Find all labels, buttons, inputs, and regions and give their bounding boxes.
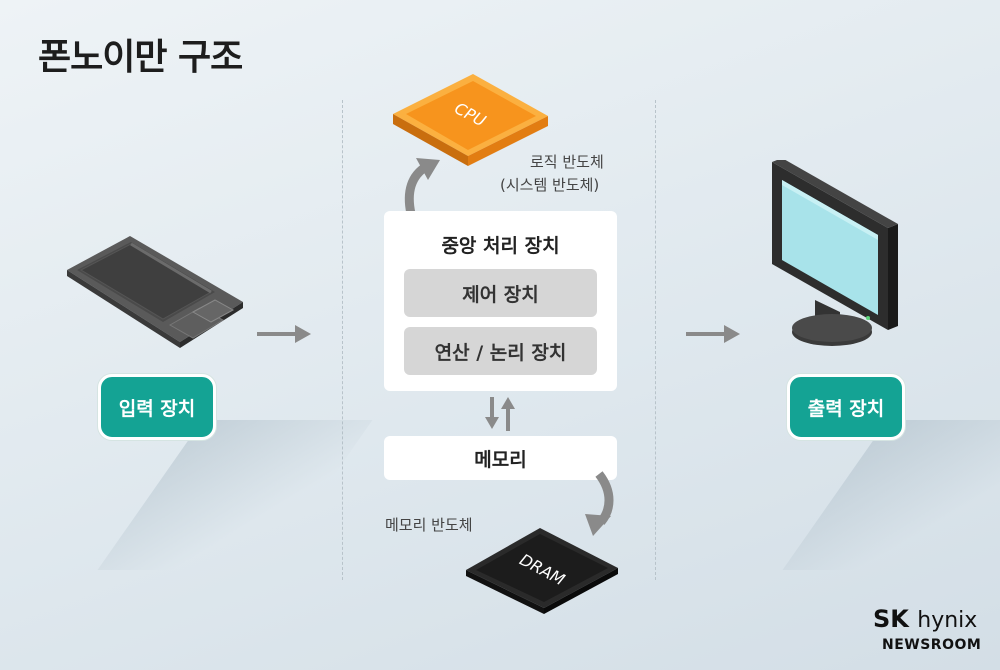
control-unit: 제어 장치 bbox=[404, 269, 597, 317]
divider-left bbox=[342, 100, 343, 580]
cpu-chip-icon: CPU bbox=[393, 74, 548, 166]
input-device-badge: 입력 장치 bbox=[98, 374, 216, 440]
input-pill-shadow bbox=[97, 420, 373, 570]
monitor-icon bbox=[772, 160, 898, 346]
divider-right bbox=[655, 100, 656, 580]
page-title: 폰노이만 구조 bbox=[38, 37, 243, 78]
brand-logo: SK hynix bbox=[873, 605, 977, 633]
dram-curved-arrow-icon bbox=[585, 471, 614, 536]
cpu-note-line2: (시스템 반도체) bbox=[500, 176, 600, 194]
cpu-note-line1: 로직 반도체 bbox=[530, 153, 604, 171]
brand-name-bold: SK bbox=[873, 605, 909, 633]
brand-sub: NEWSROOM bbox=[882, 637, 982, 653]
output-arrow-icon bbox=[686, 325, 740, 343]
dram-chip-icon: DRAM bbox=[466, 528, 618, 614]
cpu-unit-box: 중앙 처리 장치 제어 장치 연산 / 논리 장치 bbox=[384, 211, 617, 391]
memory-box: 메모리 bbox=[384, 436, 617, 480]
brand-name-light: hynix bbox=[917, 608, 978, 633]
output-device-badge: 출력 장치 bbox=[787, 374, 905, 440]
input-arrow-icon bbox=[257, 325, 311, 343]
output-pill-shadow bbox=[782, 420, 1000, 570]
bidirectional-arrow-icon bbox=[485, 397, 515, 431]
alu-unit: 연산 / 논리 장치 bbox=[404, 327, 597, 375]
cpu-unit-title: 중앙 처리 장치 bbox=[441, 235, 560, 257]
keyboard-icon bbox=[67, 236, 243, 348]
dram-note: 메모리 반도체 bbox=[385, 516, 473, 534]
